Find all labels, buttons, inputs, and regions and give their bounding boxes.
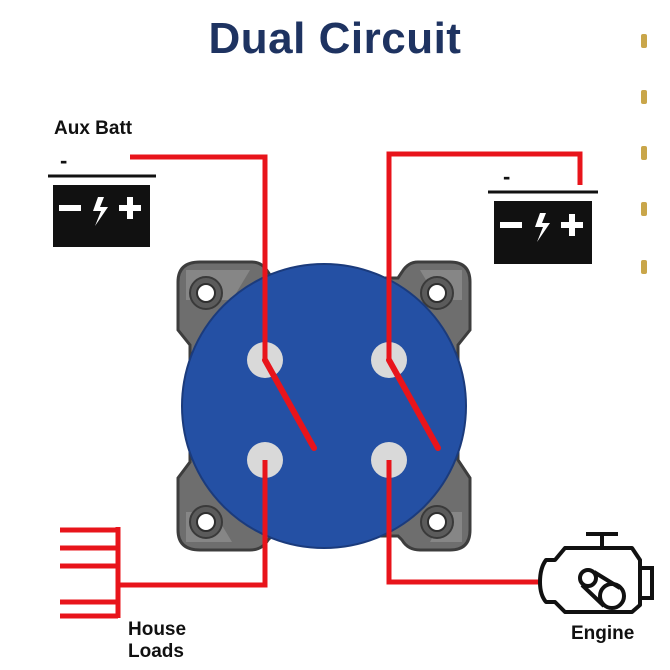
battery-terminal-minus: - <box>503 164 510 189</box>
house-loads-label-line2: Loads <box>128 641 184 662</box>
diagram-title: Dual Circuit <box>208 14 462 63</box>
battery-minus-sign <box>500 222 522 228</box>
engine-label: Engine <box>571 623 635 644</box>
aux-battery-wire <box>130 154 268 360</box>
edge-mark <box>641 202 647 216</box>
edge-mark <box>641 146 647 160</box>
mounting-hole-top-left <box>189 276 223 310</box>
switch-contact-left <box>262 357 317 451</box>
battery-minus-sign <box>59 205 81 211</box>
edge-mark <box>641 90 647 104</box>
lightning-icon <box>535 213 550 242</box>
cropped-edge-marks <box>639 28 649 288</box>
aux-batt-label: Aux Batt <box>54 118 133 139</box>
start-battery-wire <box>386 151 583 360</box>
mounting-hole-top-right <box>420 276 454 310</box>
house-loads-icon <box>60 527 121 619</box>
battery-terminal-minus: - <box>60 148 67 173</box>
battery-switch <box>176 260 472 552</box>
house-loads-label: House Loads <box>128 619 186 663</box>
house-loads-wire <box>118 460 268 588</box>
engine-wire <box>386 460 542 585</box>
switch-contact-right <box>386 357 441 451</box>
edge-mark <box>641 260 647 274</box>
mounting-hole-bottom-left <box>189 505 223 539</box>
start-battery: - <box>488 164 598 264</box>
edge-mark <box>641 34 647 48</box>
switch-face <box>181 263 467 549</box>
battery-plus-sign <box>569 214 575 236</box>
aux-battery: - <box>48 148 156 247</box>
engine-icon <box>538 532 654 614</box>
battery-plus-sign <box>127 197 133 219</box>
lightning-icon <box>93 197 108 226</box>
wires <box>118 151 583 588</box>
house-loads-label-line1: House <box>128 619 187 640</box>
mounting-hole-bottom-right <box>420 505 454 539</box>
